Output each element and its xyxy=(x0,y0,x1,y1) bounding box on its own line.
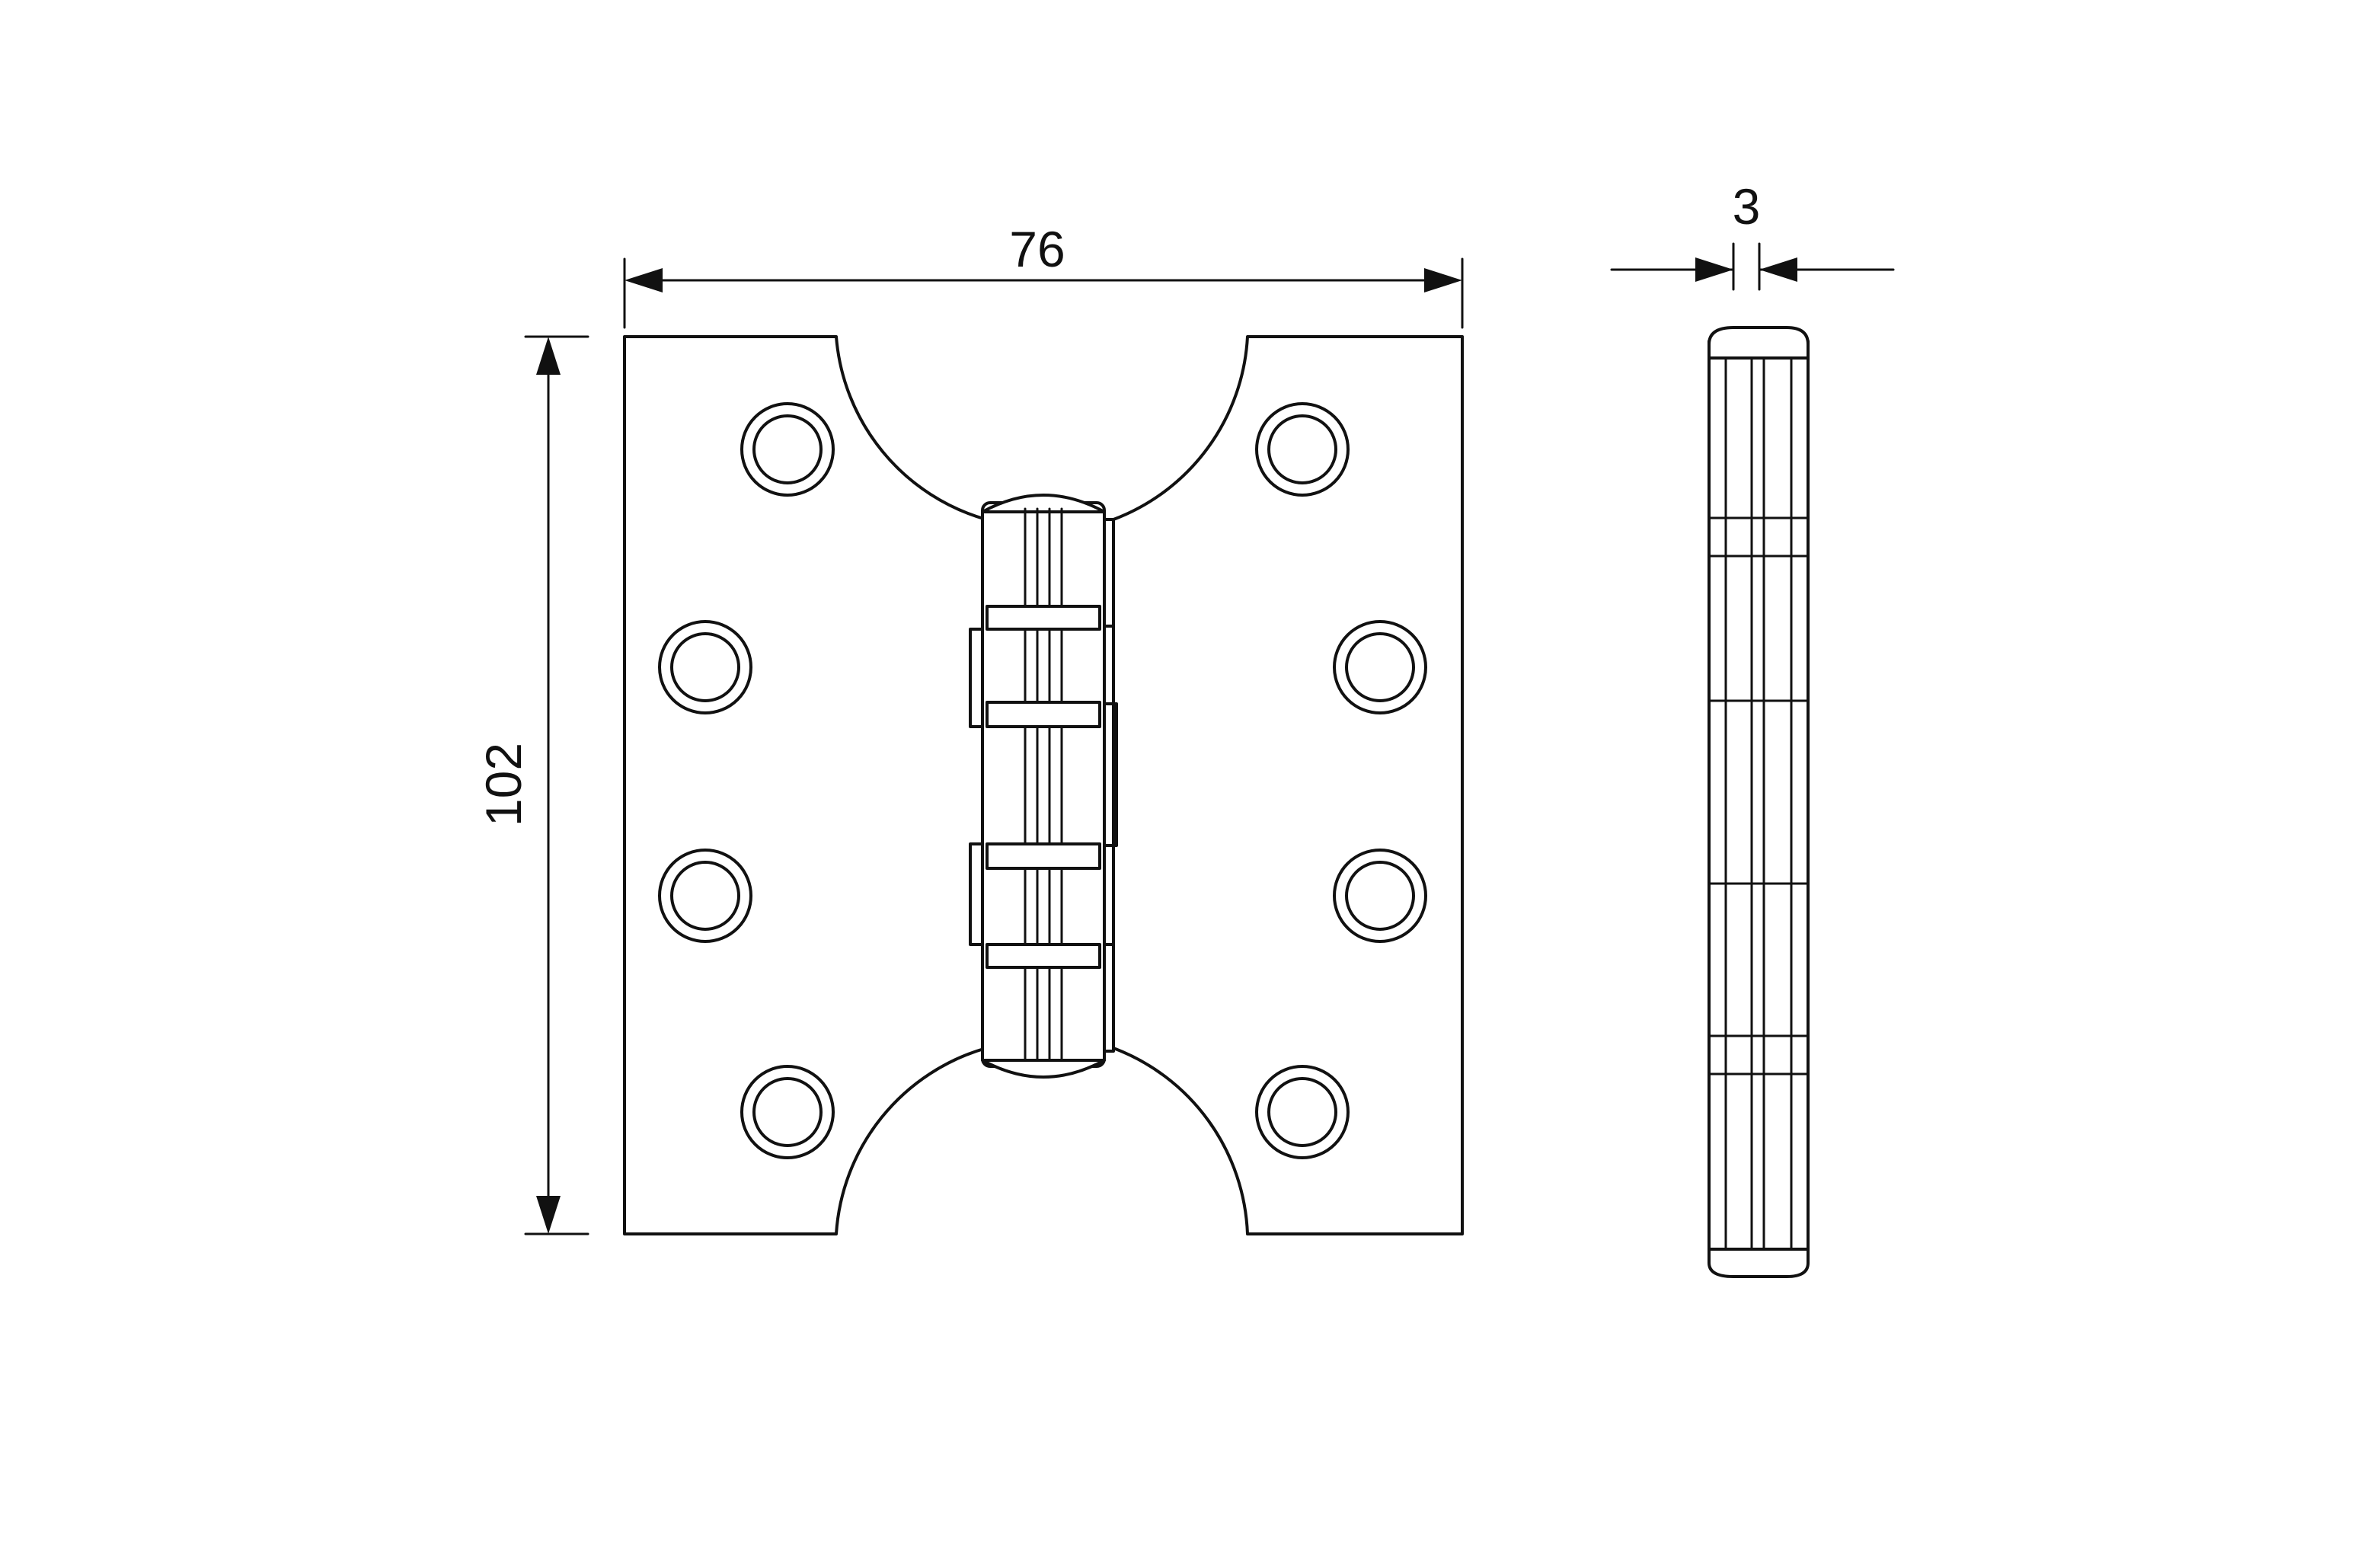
screw-holes xyxy=(658,402,1427,1159)
thickness-label: 3 xyxy=(1733,178,1761,235)
height-dimension: 102 xyxy=(475,335,589,1235)
side-bottom-cap xyxy=(1708,1248,1810,1278)
width-label: 76 xyxy=(1009,221,1065,277)
leaf-tab-right-lower xyxy=(1103,943,1115,1053)
arrowhead-left xyxy=(1695,257,1733,282)
leaf-tab-right-mid xyxy=(1103,702,1118,847)
screw-hole xyxy=(1255,1065,1350,1159)
knuckle-joint xyxy=(986,943,1101,969)
arrowhead-left xyxy=(625,268,663,292)
thickness-dimension: 3 xyxy=(1610,178,1895,291)
screw-hole xyxy=(1255,402,1350,497)
arrowhead-top xyxy=(536,337,561,375)
screw-hole xyxy=(658,620,752,714)
leaf-tab-left-upper xyxy=(969,628,984,728)
leaf-tab-left-lower xyxy=(969,842,984,946)
knuckle-joint xyxy=(986,605,1101,631)
screw-hole xyxy=(740,1065,835,1159)
side-view xyxy=(1708,326,1810,1278)
arrowhead-bottom xyxy=(536,1196,561,1234)
arrowhead-right xyxy=(1759,257,1797,282)
knuckle-joint xyxy=(986,701,1101,728)
side-segment-joints xyxy=(1708,516,1810,1076)
knuckle-barrel xyxy=(969,494,1118,1079)
screw-hole xyxy=(1333,849,1427,943)
barrel-bottom-cap xyxy=(981,1059,1106,1079)
arrowhead-right xyxy=(1424,268,1462,292)
height-label: 102 xyxy=(475,743,532,826)
side-top-cap xyxy=(1708,326,1810,360)
barrel-top-cap xyxy=(981,494,1106,513)
knuckle-joints xyxy=(986,605,1101,969)
screw-hole xyxy=(1333,620,1427,714)
leaf-tab-right-upper xyxy=(1103,518,1115,628)
barrel-body xyxy=(981,501,1106,1068)
front-view xyxy=(623,335,1464,1235)
side-body xyxy=(1708,340,1810,1257)
knuckle-joint xyxy=(986,842,1101,870)
screw-hole xyxy=(740,402,835,497)
width-dimension: 76 xyxy=(623,221,1464,329)
screw-hole xyxy=(658,849,752,943)
